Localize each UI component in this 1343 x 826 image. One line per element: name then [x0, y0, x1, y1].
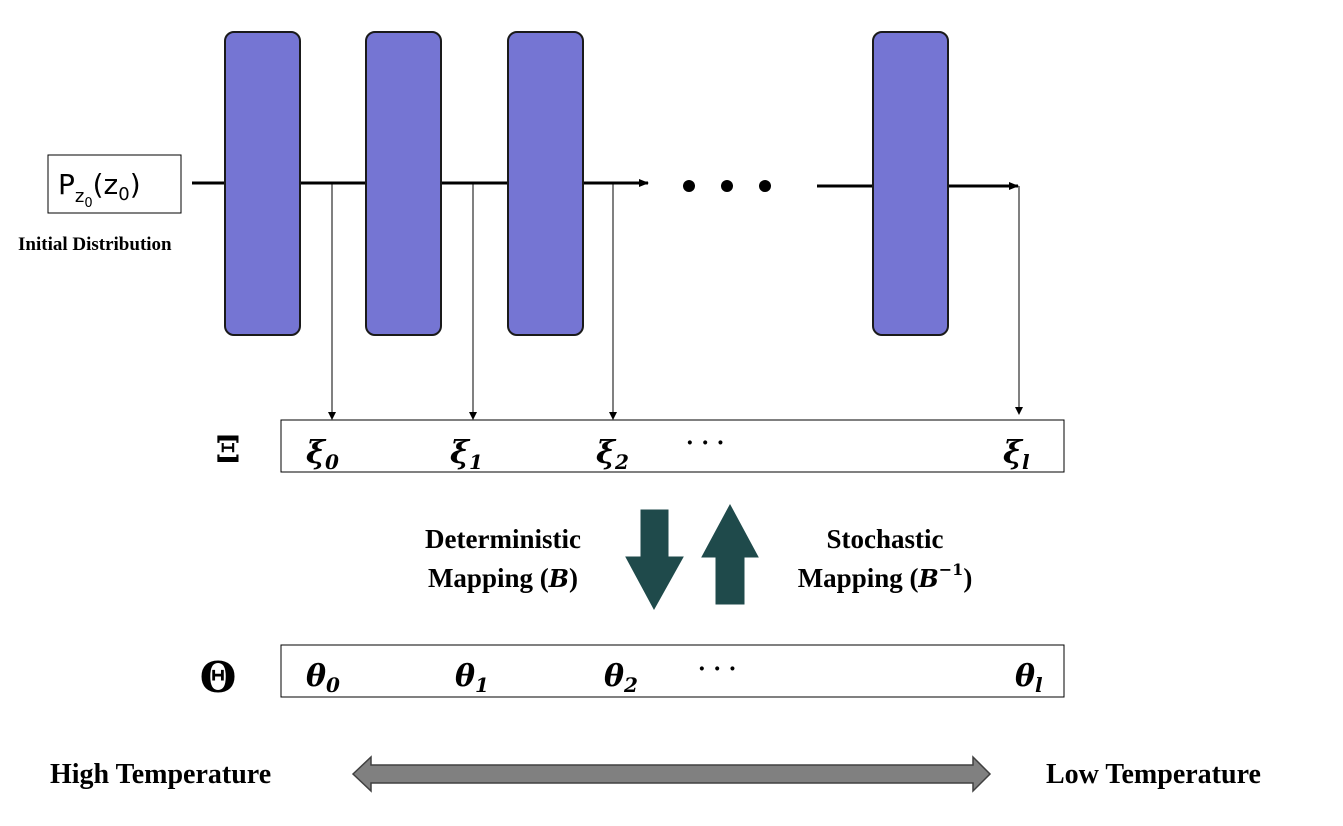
flow-block-1 [224, 31, 301, 336]
stochastic-mapping-arrow [701, 503, 759, 605]
xi-item-1: ξ1 [450, 433, 483, 474]
theta-item-0: θ0 [306, 659, 340, 697]
xi-item-l: ξl [1003, 433, 1030, 474]
theta-row-box [280, 644, 1065, 698]
low-temperature-label: Low Temperature [1046, 759, 1261, 790]
theta-item-2: θ2 [604, 659, 638, 697]
temperature-double-arrow [351, 755, 992, 793]
ellipsis-dot [759, 180, 771, 192]
flow-block-4 [872, 31, 949, 336]
initial-distribution-box [47, 154, 182, 214]
xi-item-0: ξ0 [306, 433, 339, 474]
svg-text:Stochastic: Stochastic [827, 524, 944, 554]
initial-distribution-formula: Pz0(z0) [58, 168, 141, 211]
svg-text:Mapping (B): Mapping (B) [428, 563, 578, 593]
xi-row-box [280, 419, 1065, 473]
svg-text:Deterministic: Deterministic [425, 524, 581, 554]
deterministic-mapping-label: Deterministic Mapping (B) [425, 524, 581, 593]
stochastic-mapping-label: Stochastic Mapping (B−1) [798, 524, 973, 593]
ellipsis-dot [683, 180, 695, 192]
svg-text:Mapping (B−1): Mapping (B−1) [798, 560, 973, 593]
theta-item-ellipsis: · · · [698, 656, 736, 682]
flow-block-3 [507, 31, 584, 336]
flow-block-2 [365, 31, 442, 336]
xi-symbol: Ξ [215, 429, 240, 471]
initial-distribution-label: Initial Distribution [18, 234, 172, 255]
theta-item-l: θl [1015, 659, 1043, 697]
xi-item-ellipsis: · · · [686, 430, 724, 456]
theta-symbol: Θ [200, 653, 237, 702]
ellipsis-dot [721, 180, 733, 192]
xi-items: ξ0 ξ1 ξ2 · · · ξl [306, 430, 1030, 474]
high-temperature-label: High Temperature [50, 759, 271, 790]
deterministic-mapping-arrow [625, 509, 684, 611]
theta-item-1: θ1 [455, 659, 489, 697]
theta-items: θ0 θ1 θ2 · · · θl [306, 656, 1043, 697]
xi-item-2: ξ2 [596, 433, 629, 474]
